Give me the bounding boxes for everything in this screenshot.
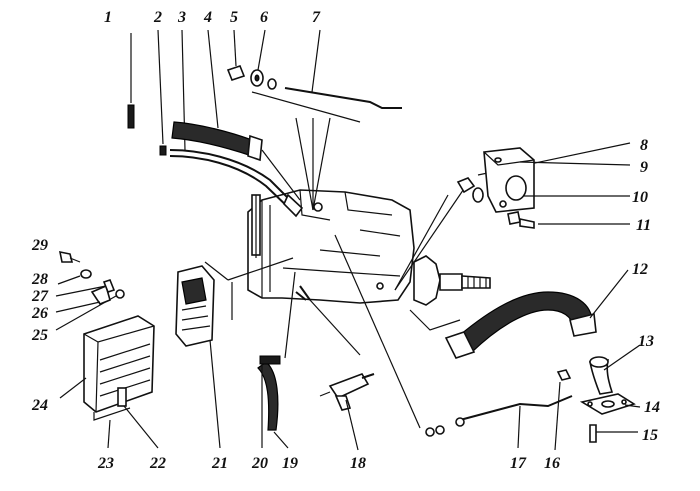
label-10: 10 [632,189,648,206]
part-26-bracket [55,284,111,313]
part-10-washer [472,187,630,203]
label-26: 26 [31,305,48,322]
part-12-large-hose [444,269,629,359]
label-25: 25 [31,327,48,344]
part-28-washer [57,269,92,285]
label-19: 19 [282,455,298,472]
label-13: 13 [638,333,654,350]
label-4: 4 [203,9,212,26]
part-4-hose [171,29,304,218]
gearbox-housing [247,189,415,304]
label-22: 22 [149,455,166,472]
label-21: 21 [211,455,228,472]
part-18-valve [319,373,375,451]
leader-lines [204,117,471,429]
label-17: 17 [510,455,527,472]
part-19-short-hose [257,361,289,449]
part-20-clamp [259,355,281,448]
gearbox-output-shaft [413,255,491,306]
part-23-bracket [93,407,131,449]
part-29-bolt [58,250,81,263]
part-16-nut [554,369,572,451]
part-11-bolt [507,211,630,229]
label-2: 2 [153,9,162,26]
part-27-clip [55,279,116,297]
part-15-stud [589,424,638,443]
label-24: 24 [31,397,48,414]
callout-labels: 1 2 3 4 5 6 7 8 9 10 11 12 13 14 15 16 1… [31,9,660,472]
label-20: 20 [251,455,268,472]
part-24-heater-box [59,315,155,413]
label-7: 7 [312,9,321,26]
label-29: 29 [31,237,48,254]
part-6-washer [250,29,277,90]
label-14: 14 [644,399,660,416]
part-5-nut [226,29,246,81]
part-7-rod [251,29,402,123]
part-3-thin-hose [169,29,296,211]
part-17-rod [425,395,573,449]
part-2-clamp [157,29,167,156]
label-8: 8 [640,137,648,154]
label-3: 3 [177,9,186,26]
label-16: 16 [544,455,560,472]
label-5: 5 [230,9,238,26]
part-21-duct [175,265,221,449]
label-11: 11 [636,217,651,234]
label-27: 27 [31,288,49,305]
label-1: 1 [104,9,112,26]
label-23: 23 [97,455,114,472]
label-15: 15 [642,427,658,444]
label-18: 18 [350,455,366,472]
part-14-flange [579,393,641,415]
label-6: 6 [260,9,268,26]
part-9-bracket [483,147,631,213]
label-28: 28 [31,271,48,288]
label-12: 12 [632,261,648,278]
label-9: 9 [640,159,648,176]
part-13-elbow-pipe [589,344,641,395]
part-8-nut [456,142,631,194]
part-1-clip [127,33,135,129]
part-22-fitting [117,387,159,449]
